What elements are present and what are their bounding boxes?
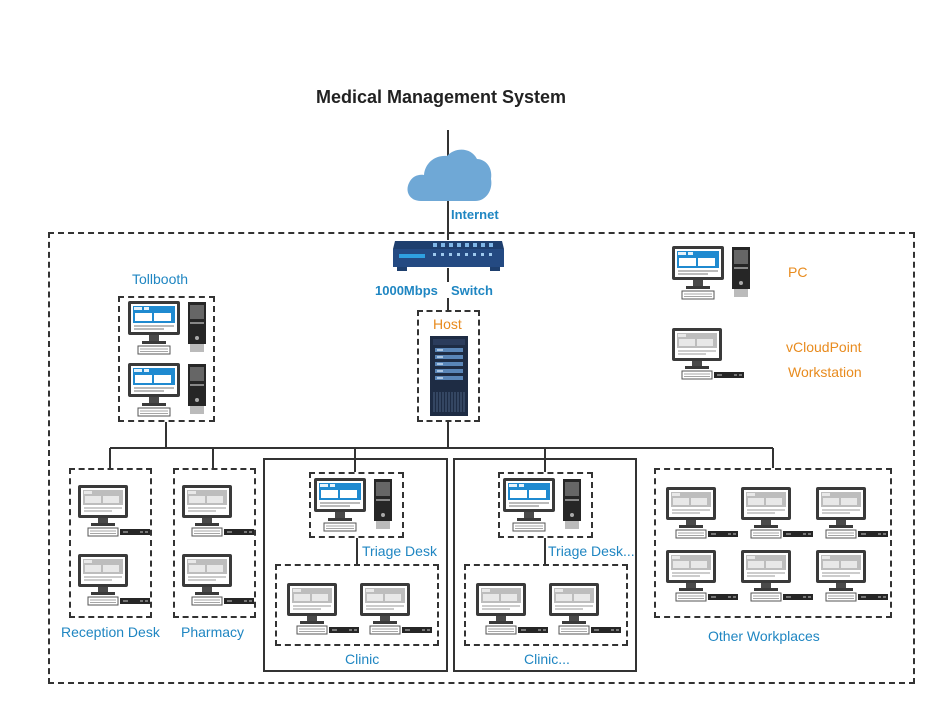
pc-workstation-icon [312,477,396,538]
clinic-label-1: Clinic [345,651,380,667]
diagram-title: Medical Management System [315,87,567,107]
tollbooth-label: Tollbooth [132,271,189,287]
other-workplaces-label: Other Workplaces [708,628,820,644]
legend-pc-label: PC [788,264,808,280]
network-boundary [48,232,915,684]
host-group [417,310,480,422]
pharmacy-label: Pharmacy [181,624,245,640]
vcloudpoint-workstation-icon [474,582,550,641]
clinic-group-1 [263,458,448,672]
switch-speed-label: 1000Mbps [375,283,438,298]
internet-label: Internet [451,207,499,222]
vcloudpoint-workstation-icon [814,486,890,545]
pc-workstation-icon [501,477,585,538]
triage-desk-label-1: Triage Desk [362,543,437,559]
triage-desk-group-2 [498,472,593,538]
cloud-icon [405,143,493,208]
vcloudpoint-workstation-icon [180,484,256,543]
vcloudpoint-workstation-icon [76,484,152,543]
switch-icon [391,237,506,278]
triage-desk-label-2: Triage Desk... [548,543,635,559]
clinic-group-2 [453,458,637,672]
clinic-rooms-group-2 [464,564,628,646]
pc-workstation-icon [126,300,210,361]
tollbooth-group [118,296,215,422]
clinic-label-2: Clinic... [524,651,570,667]
reception-desk-label: Reception Desk [61,624,160,640]
reception-desk-group [69,468,152,618]
vcloudpoint-workstation-icon [180,553,256,612]
pc-workstation-icon [126,362,210,423]
triage-desk-group-1 [309,472,404,538]
vcloudpoint-workstation-icon [664,549,740,608]
vcloudpoint-workstation-icon [664,486,740,545]
clinic-rooms-group-1 [275,564,439,646]
legend-workstation-label: Workstation [788,364,862,380]
legend-pc-icon [670,245,754,306]
host-label: Host [433,316,462,332]
vcloudpoint-workstation-icon [739,486,815,545]
legend-vcloudpoint-icon [670,327,746,386]
vcloudpoint-workstation-icon [76,553,152,612]
pharmacy-group [173,468,256,618]
other-workplaces-group [654,468,892,618]
vcloudpoint-workstation-icon [814,549,890,608]
vcloudpoint-workstation-icon [285,582,361,641]
vcloudpoint-workstation-icon [739,549,815,608]
switch-label: Switch [451,283,493,298]
server-icon [430,336,468,421]
legend-vcloudpoint-label: vCloudPoint [786,339,862,355]
vcloudpoint-workstation-icon [358,582,434,641]
vcloudpoint-workstation-icon [547,582,623,641]
